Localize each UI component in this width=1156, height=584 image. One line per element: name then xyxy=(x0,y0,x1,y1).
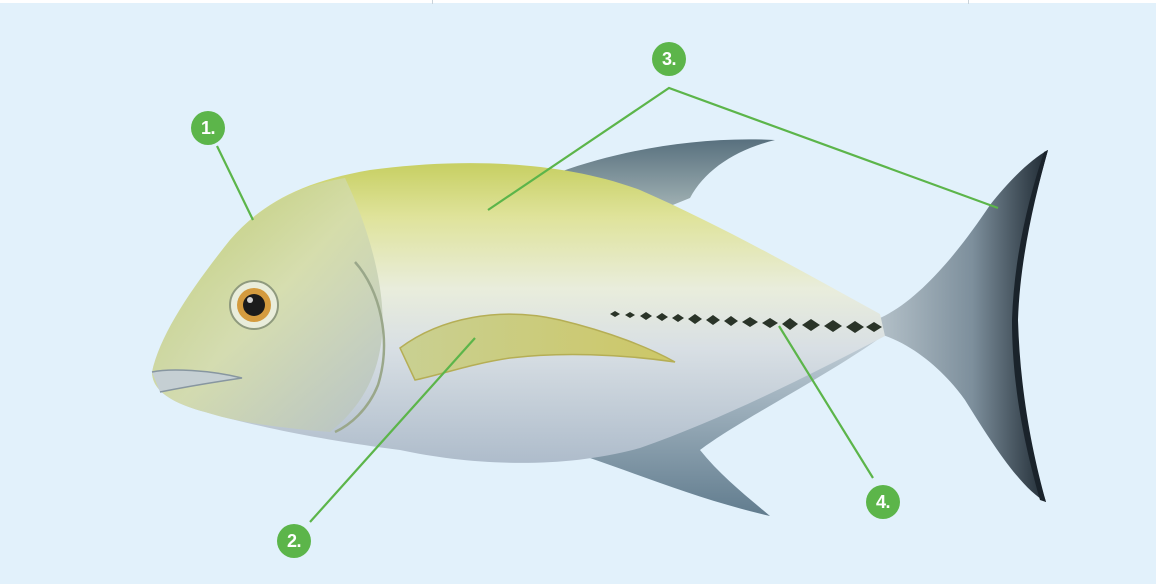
callout-4: 4. xyxy=(866,485,900,519)
fish-eye xyxy=(230,281,278,329)
caudal-fin xyxy=(880,150,1048,502)
callout-1: 1. xyxy=(191,111,225,145)
leader-line-1 xyxy=(217,146,253,220)
callout-2: 2. xyxy=(277,524,311,558)
callout-3: 3. xyxy=(652,42,686,76)
